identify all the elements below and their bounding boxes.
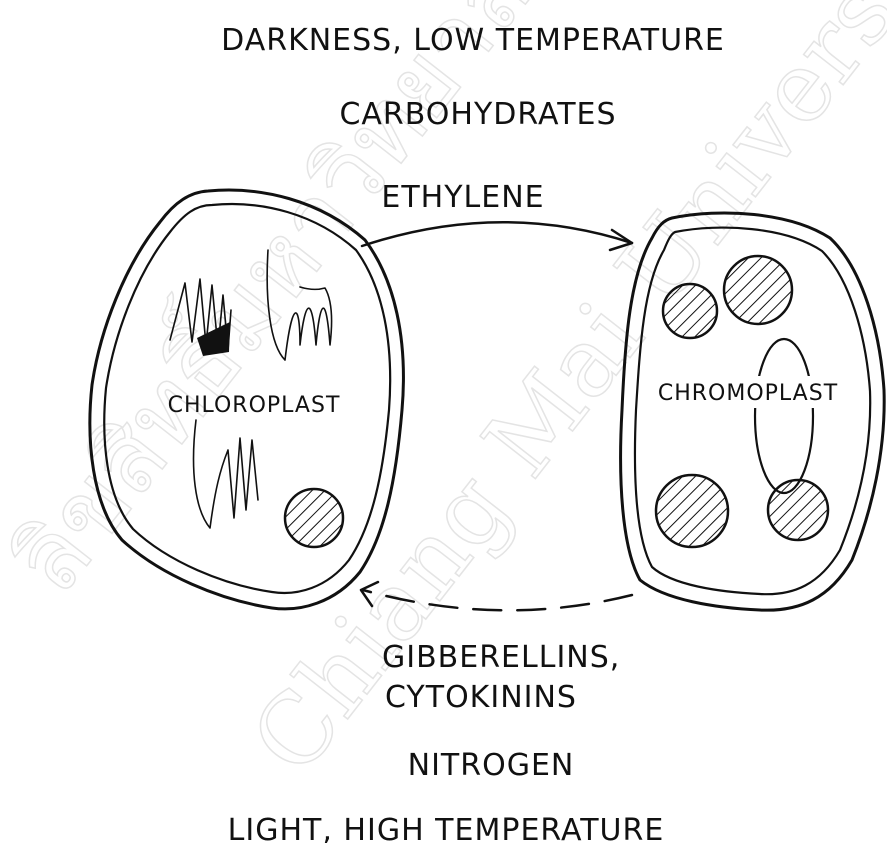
forward-arrow	[362, 222, 632, 250]
crystal-body	[755, 339, 813, 493]
plastoglobule-1	[663, 284, 717, 338]
cytokinins-label: CYTOKININS	[385, 680, 577, 715]
ethylene-label: ETHYLENE	[381, 180, 544, 215]
nitrogen-label: NITROGEN	[408, 748, 575, 783]
plastoglobule-4	[768, 480, 828, 540]
chloroplast-label: CHLOROPLAST	[168, 393, 341, 418]
plastoglobule-3	[656, 475, 728, 547]
top-nutrient-label: CARBOHYDRATES	[339, 97, 616, 132]
plastoglobule-2	[724, 256, 792, 324]
chromoplast-label: CHROMOPLAST	[658, 381, 838, 406]
bottom-condition-label: LIGHT, HIGH TEMPERATURE	[228, 813, 665, 843]
starch-granule	[285, 489, 343, 547]
top-condition-label: DARKNESS, LOW TEMPERATURE	[221, 23, 725, 58]
gibberellins-label: GIBBERELLINS,	[382, 640, 620, 675]
